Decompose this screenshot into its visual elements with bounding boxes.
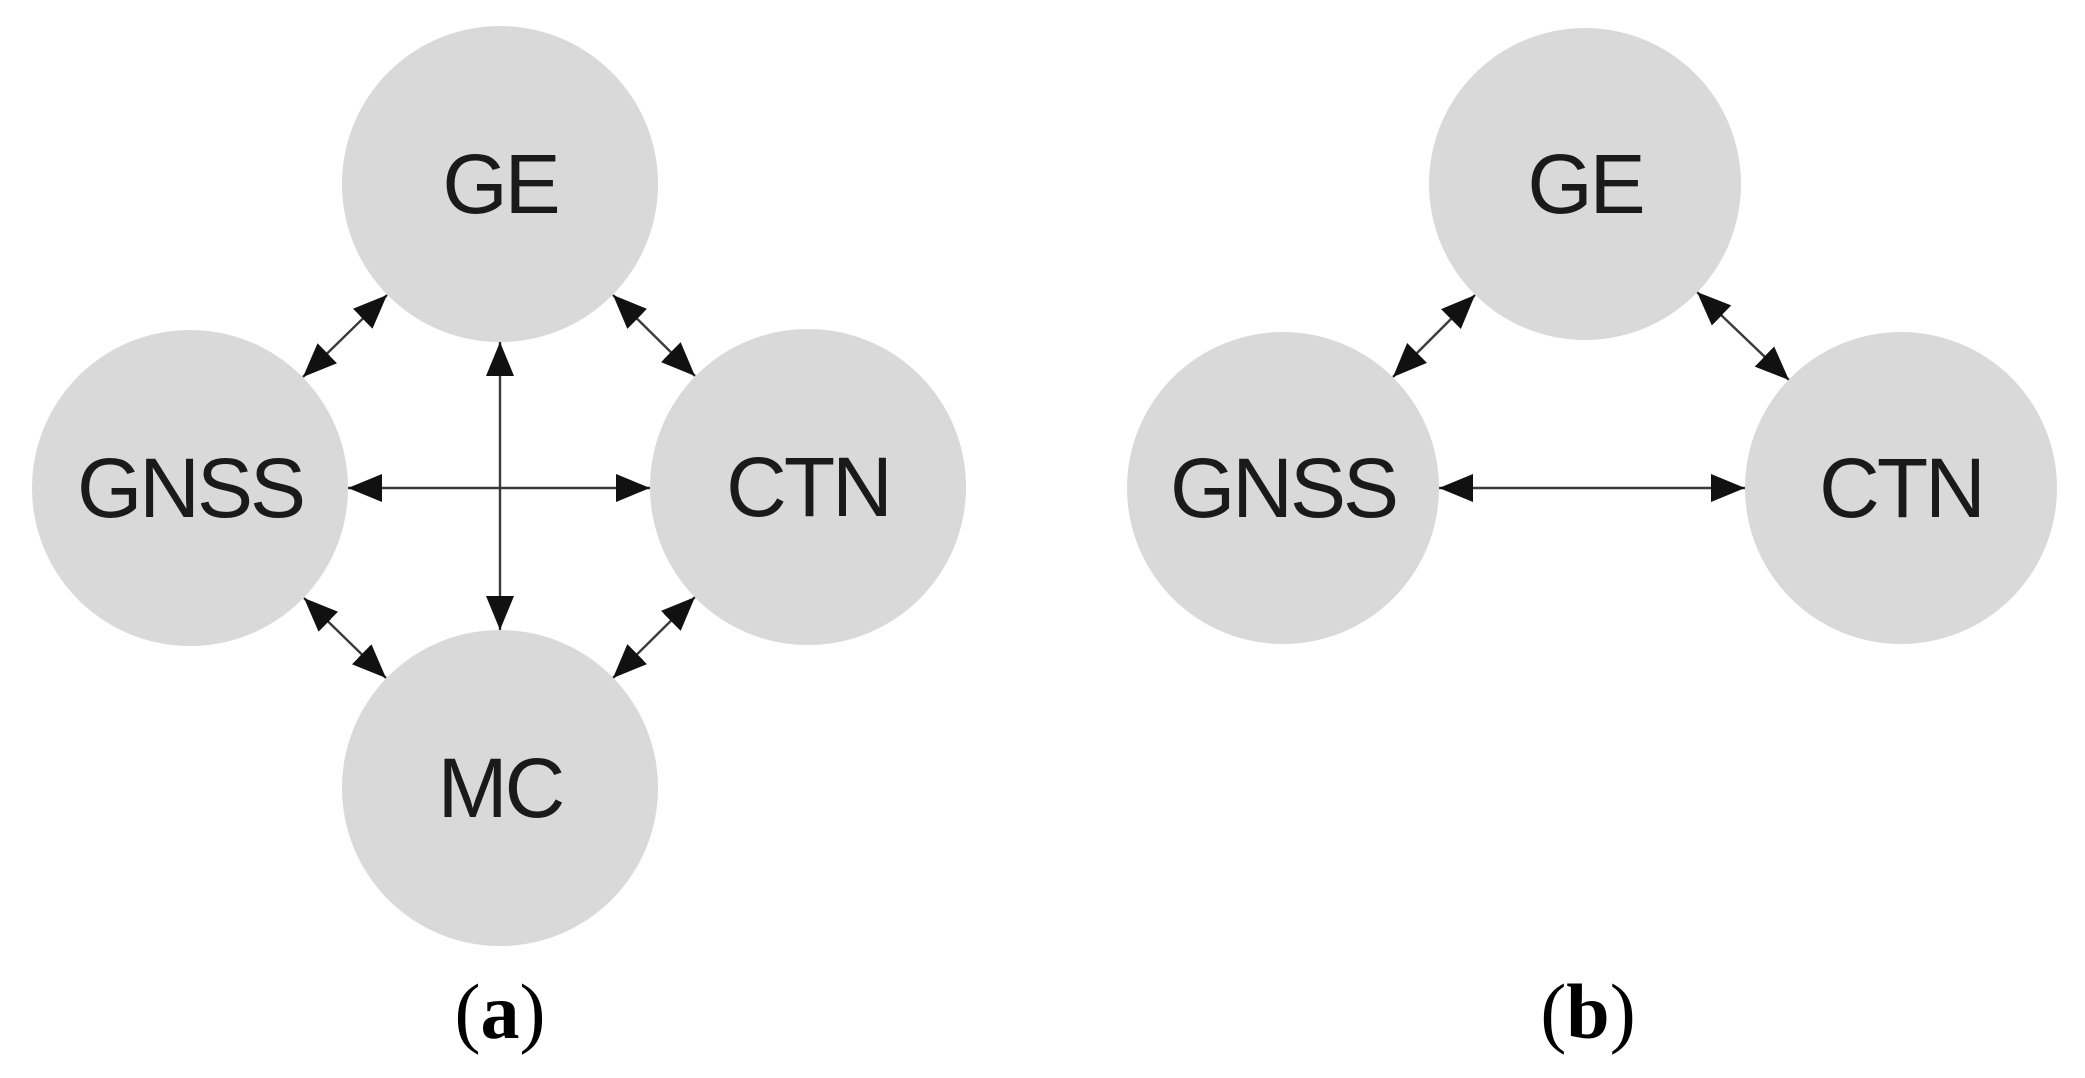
node-b-gnss: GNSS	[1127, 332, 1439, 644]
caption-a-paren-close: )	[519, 968, 546, 1055]
node-a-gnss: GNSS	[32, 330, 348, 646]
node-a-ctn-label: CTN	[726, 440, 893, 534]
node-a-ctn: CTN	[650, 329, 966, 645]
edge-b-ge-gnss	[1392, 294, 1476, 378]
caption-b-paren-close: )	[1609, 968, 1636, 1055]
node-b-gnss-label: GNSS	[1169, 441, 1399, 535]
node-b-ge-label: GE	[1527, 137, 1645, 231]
node-b-ge: GE	[1429, 28, 1741, 340]
caption-a-letter: a	[480, 968, 520, 1055]
edge-b-ge-ctn	[1696, 291, 1790, 381]
edge-a-ge-gnss	[302, 294, 388, 378]
caption-b-letter: b	[1566, 968, 1610, 1055]
node-a-gnss-label: GNSS	[76, 441, 306, 535]
node-a-ge-label: GE	[442, 137, 560, 231]
caption-a: (a)	[455, 973, 546, 1051]
node-b-ctn: CTN	[1745, 332, 2057, 644]
caption-a-paren-open: (	[454, 968, 481, 1055]
caption-b: (b)	[1540, 973, 1635, 1051]
edge-a-ge-ctn	[612, 294, 696, 377]
node-a-mc-label: MC	[437, 741, 566, 835]
node-a-ge: GE	[342, 26, 658, 342]
node-a-mc: MC	[342, 630, 658, 946]
edge-a-gnss-mc	[303, 597, 387, 679]
caption-b-paren-open: (	[1540, 968, 1567, 1055]
edge-a-ctn-mc	[612, 596, 696, 679]
node-b-ctn-label: CTN	[1819, 441, 1986, 535]
